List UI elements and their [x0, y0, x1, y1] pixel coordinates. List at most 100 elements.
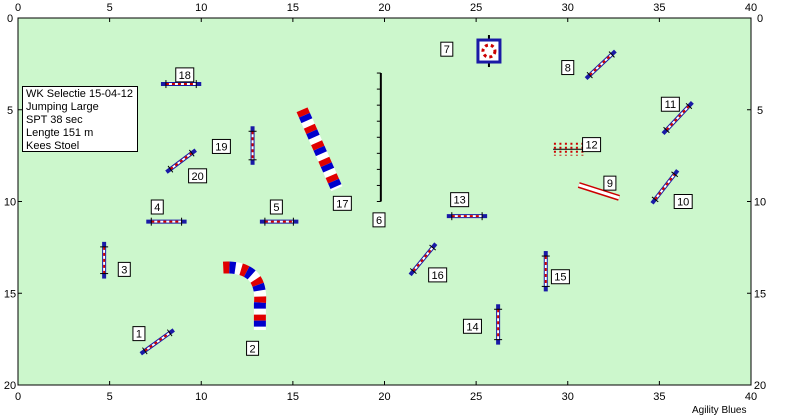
obstacle-number-box: [175, 67, 195, 83]
jump-wing: [429, 244, 437, 251]
obstacle-number-box: [561, 60, 575, 76]
x-tick-label-top: 30: [562, 2, 574, 14]
standard-course-time: SPT 38 sec: [26, 114, 83, 126]
arena-field: [17, 17, 752, 386]
obstacle-number-11: 11: [665, 99, 676, 111]
jump-obstacles: [100, 49, 694, 356]
jump-18: [160, 80, 202, 89]
x-tick-label-bottom: 30: [562, 391, 574, 403]
y-tick-label-left: 15: [4, 288, 16, 300]
jump-wing: [608, 51, 615, 58]
jump-wing: [188, 149, 195, 157]
x-tick-label-top: 15: [287, 2, 299, 14]
jump-wing: [651, 196, 659, 203]
jump-1: [139, 328, 175, 356]
jump-8: [584, 49, 617, 81]
obstacle-number-box: [660, 96, 680, 112]
jump-20: [165, 148, 197, 174]
obstacle-number-1: 1: [136, 329, 142, 341]
y-tick-label-left: 20: [4, 380, 16, 392]
dogwalk-6: [376, 72, 382, 202]
jump-wing: [142, 347, 148, 355]
tire-frame: [476, 38, 502, 64]
obstacle-number-box: [673, 194, 693, 209]
x-tick-label-bottom: 35: [653, 391, 665, 403]
y-tick-label-right: 15: [754, 288, 766, 300]
jump-4: [146, 217, 187, 226]
y-tick-label-right: 5: [757, 105, 763, 117]
y-tick-label-left: 0: [7, 13, 13, 25]
tunnel-blue-stripes: [296, 107, 343, 192]
x-tick-label-top: 5: [107, 2, 113, 14]
obstacle-number-box: [582, 137, 602, 153]
x-tick-label-bottom: 15: [287, 391, 299, 403]
jump-15: [541, 251, 550, 292]
tire-ring: [481, 43, 497, 59]
obstacle-number-box: [440, 41, 454, 57]
obstacle-number-13: 13: [454, 195, 466, 207]
course-info-box: WK Selectie 15-04-12 Jumping Large SPT 3…: [22, 86, 138, 152]
jump-16: [408, 242, 438, 277]
course-length: Lengte 151 m: [26, 127, 94, 139]
jump-11: [661, 101, 694, 135]
jump-wing: [685, 102, 693, 110]
jump-bar-stripes: [654, 173, 676, 200]
jump-5: [259, 217, 299, 226]
jump-bar-stripes: [144, 332, 171, 352]
fixed-obstacles: [222, 35, 620, 330]
jump-19: [248, 126, 257, 165]
jump-bar-stripes: [169, 152, 193, 170]
x-tick-label-bottom: 10: [195, 391, 207, 403]
obstacle-number-box: [372, 212, 386, 228]
jump-14: [494, 304, 503, 345]
obstacle-number-box: [132, 326, 146, 342]
obstacle-number-box: [332, 195, 352, 211]
obstacle-number-5: 5: [273, 202, 279, 214]
x-tick-label-bottom: 0: [15, 391, 21, 403]
jump-wing: [166, 329, 173, 337]
x-tick-label-bottom: 20: [378, 391, 390, 403]
y-tick-label-right: 0: [757, 13, 763, 25]
obstacle-number-17: 17: [336, 198, 348, 210]
obstacle-number-box: [462, 318, 482, 334]
x-tick-label-top: 25: [470, 2, 482, 14]
x-tick-label-top: 40: [745, 2, 757, 14]
obstacle-number-8: 8: [565, 63, 571, 75]
obstacle-number-9: 9: [607, 178, 613, 190]
jump-wing: [167, 165, 174, 173]
jump-bar-stripes: [412, 246, 434, 272]
jump-bar-stripes: [589, 53, 613, 76]
x-tick-label-top: 20: [378, 2, 390, 14]
competition-title: WK Selectie 15-04-12: [26, 88, 133, 100]
judge-name: Kees Stoel: [26, 140, 80, 152]
obstacle-number-16: 16: [432, 270, 444, 282]
obstacle-number-box: [603, 175, 617, 191]
x-tick-label-top: 0: [15, 2, 21, 14]
jump-wing: [663, 126, 670, 134]
obstacle-number-6: 6: [376, 215, 382, 227]
obstacle-number-20: 20: [191, 171, 203, 183]
x-tick-label-bottom: 40: [745, 391, 757, 403]
x-tick-label-top: 10: [195, 2, 207, 14]
tunnel-blue-stripes: [222, 261, 267, 330]
x-tick-label-top: 35: [653, 2, 665, 14]
tunnel-straight-17: [296, 107, 343, 192]
obstacle-number-box: [450, 192, 470, 208]
y-tick-label-left: 5: [7, 105, 13, 117]
obstacle-number-12: 12: [585, 140, 597, 152]
obstacle-number-2: 2: [249, 343, 255, 355]
obstacle-number-18: 18: [179, 70, 191, 82]
credit-text: Agility Blues: [692, 405, 747, 416]
jump-wing: [409, 268, 417, 274]
obstacle-number-box: [550, 269, 570, 285]
x-tick-label-bottom: 5: [107, 391, 113, 403]
obstacle-number-box: [188, 168, 208, 184]
y-tick-label-right: 20: [754, 380, 766, 392]
longjump-9: [577, 182, 620, 201]
obstacle-number-3: 3: [121, 264, 127, 276]
tire-7: [476, 35, 502, 68]
y-tick-label-right: 10: [754, 197, 766, 209]
longjump-boards: [578, 183, 620, 200]
